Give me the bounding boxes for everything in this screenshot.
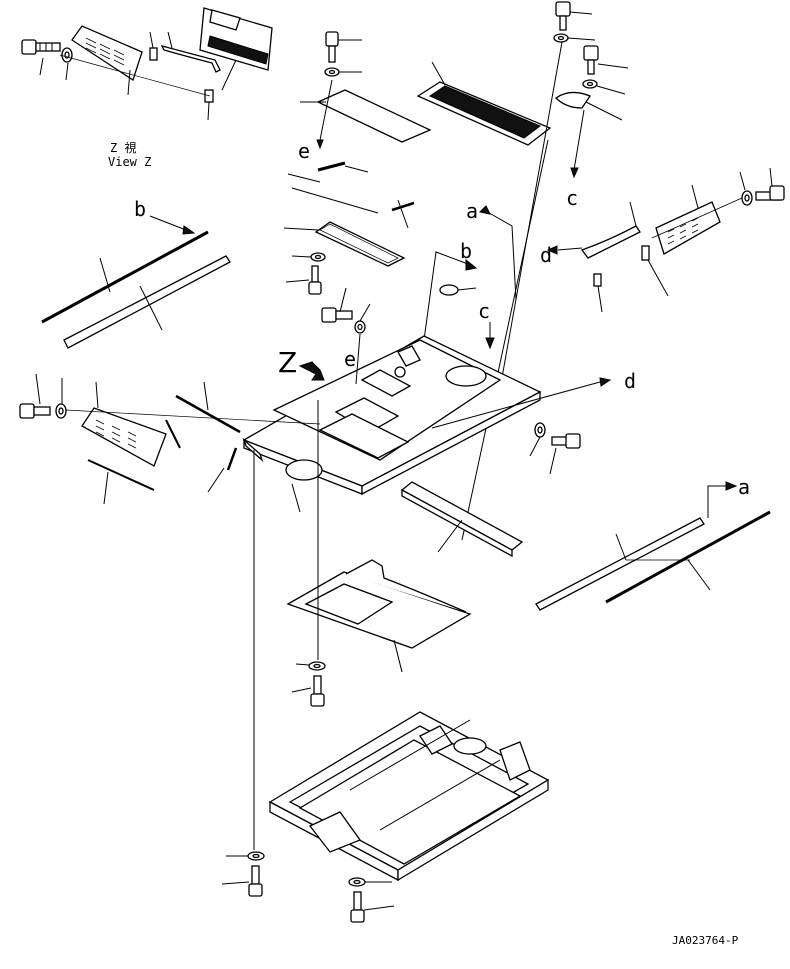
washer-icon [61,47,73,81]
rubber-strip-icon [287,173,379,214]
bolt-icon [549,433,581,475]
callout-e-mid: e [344,347,356,371]
bottom-strip-icon [87,459,155,505]
callout-d-upper: d [540,243,552,267]
seal-strip-icon [175,381,241,434]
leader-line [461,139,549,541]
leader-line [557,247,583,251]
view-arrow-icon [298,361,325,381]
arrow-icon [570,167,579,179]
washer-icon [291,252,326,262]
short-strip-icon [165,419,181,449]
side-rail-icon [63,255,231,349]
seal-strip-icon [317,161,369,173]
cap-plate-icon [554,91,623,121]
arrow-icon [316,139,324,150]
arrow-icon [599,377,612,387]
leader-line [573,109,585,171]
bolt-icon [291,675,325,707]
view-z-label-jp: Z 視 [110,140,136,155]
bolt-icon [321,287,353,323]
leader-line [65,409,321,425]
plug-icon [439,284,477,296]
side-rail-icon [535,517,705,611]
callout-a-upper: a [466,199,478,223]
bolt-icon [285,265,322,295]
leader-line [423,251,469,341]
cab-base-frame-icon [268,711,550,882]
washer-icon [348,877,392,887]
washer-icon [582,79,626,95]
small-clip-icon [204,89,214,121]
grille-housing-icon [199,7,273,91]
bolt-icon [19,373,51,419]
bolt-icon [221,865,263,897]
clip-icon [149,31,158,61]
leader-line [707,485,732,518]
upper-grille-icon [416,61,552,146]
floor-mat-icon [286,559,472,673]
grille-cover-icon [71,25,143,96]
callout-e-upper: e [298,139,310,163]
bolt-icon [21,39,61,76]
leader-line [483,209,517,301]
arrow-icon [182,225,196,235]
callout-b-left: b [134,197,146,221]
arrow-icon [725,481,738,491]
washer-icon [295,661,326,671]
washer-icon [529,422,546,457]
rubber-seal-strip-icon [605,510,771,604]
view-z-detail: Z 視 View Z [21,7,273,169]
clip-icon [593,273,603,313]
washer-icon [739,171,753,206]
callout-a-right: a [738,475,750,499]
leader-line [497,41,563,401]
clip-icon [641,245,669,297]
bracket-icon [580,201,641,259]
bolt-icon [350,891,395,923]
washer-icon [354,303,371,334]
callout-c-mid: c [478,299,490,323]
washer-icon [226,851,265,861]
cover-plate-icon [300,89,432,143]
side-grille-icon [81,381,167,467]
callout-b-mid: b [460,239,472,263]
arrow-icon [478,205,491,215]
bolt-icon [325,31,362,63]
cover-plate-small-icon [283,221,406,267]
callout-c-upper: c [566,186,578,210]
callout-d-right: d [624,369,636,393]
bolt-icon [755,167,785,201]
arrow-icon [485,337,495,350]
drawing-number: JA023764-P [672,934,739,947]
washer-icon [324,67,362,77]
bolt-icon [555,1,593,31]
leader-line [355,333,361,385]
bracket-icon [160,31,221,73]
washer-icon [553,33,596,43]
view-z-marker: Z [278,346,297,379]
arrow-icon [465,258,478,271]
washer-icon [55,378,67,419]
right-grille-icon [655,184,721,255]
leader-line [319,79,333,141]
view-z-label-en: View Z [108,155,151,169]
short-strip-icon [207,447,238,493]
leader-line [149,215,187,231]
leader-line [431,381,601,429]
leader-line [651,197,743,239]
bolt-icon [583,45,629,75]
short-strip-icon [391,199,415,229]
arrow-icon [546,245,558,255]
rubber-seal-strip-icon [41,230,209,324]
bar-icon [400,481,524,558]
